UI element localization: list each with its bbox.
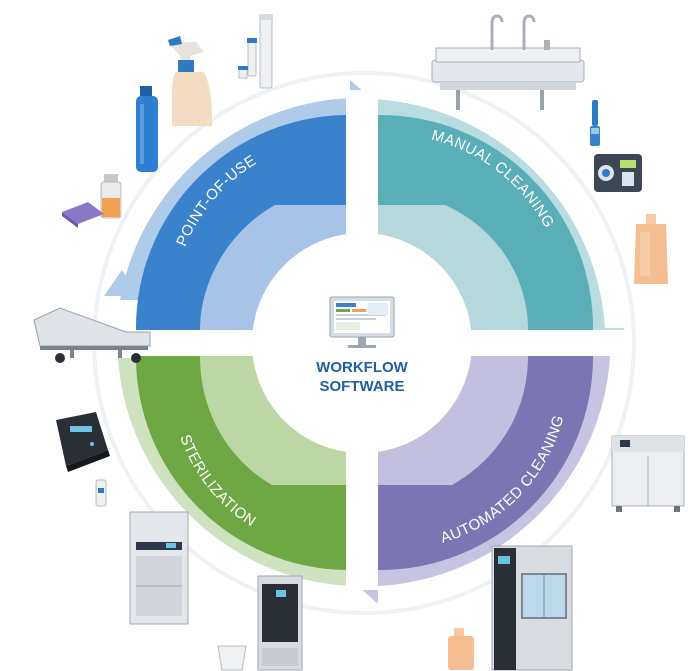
sterilizer-large-icon [129, 511, 189, 625]
spray-bottle-icon [168, 36, 212, 126]
blue-bottle-icon [136, 86, 158, 172]
sterilizer-small-icon [257, 575, 303, 671]
center-title-line1: WORKFLOW [316, 359, 408, 376]
indicator-vial-icon [95, 479, 107, 507]
detergent-jug-icon [634, 214, 668, 284]
container-icon [217, 645, 247, 671]
brush-icon [590, 100, 600, 146]
incubator-reader-icon [56, 412, 110, 472]
test-tube-icon [238, 14, 273, 89]
center-title-line2: SOFTWARE [320, 378, 405, 395]
computer-monitor-icon [329, 296, 395, 348]
canister-icon [448, 628, 474, 670]
cleaning-pad-icon [62, 202, 104, 228]
stretcher-icon [33, 307, 151, 363]
small-bottle-icon [100, 174, 122, 219]
washer-cabinet-icon [611, 435, 685, 512]
washer-disinfector-icon [491, 545, 573, 671]
sink-icon [431, 14, 585, 110]
leak-tester-icon [594, 154, 642, 192]
arrow-head-left [104, 270, 140, 296]
